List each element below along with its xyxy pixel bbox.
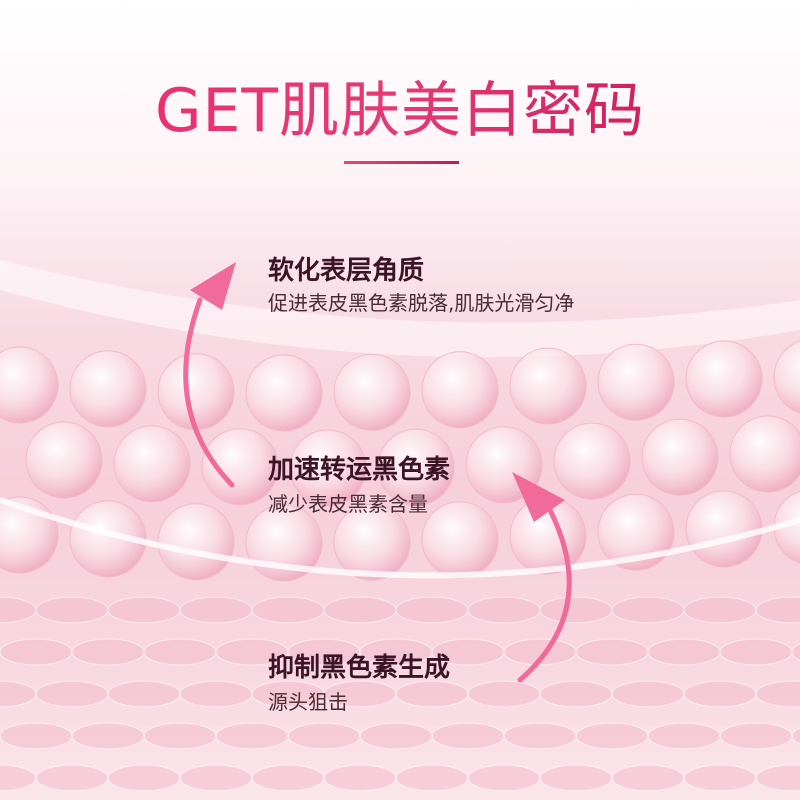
cell-bubble xyxy=(333,503,411,581)
cell-bubble xyxy=(157,503,235,581)
title-divider xyxy=(344,161,459,164)
feature-heading-2: 加速转运黑色素 xyxy=(268,455,451,485)
cell-bubble xyxy=(201,428,279,506)
cell-bubble xyxy=(333,353,411,431)
cell-bubble xyxy=(641,418,719,496)
cell-bubble xyxy=(69,500,147,578)
cell-bubble xyxy=(421,351,499,429)
cell-bubble xyxy=(597,493,675,571)
cell-bubble xyxy=(773,340,800,414)
cell-bubble xyxy=(685,340,763,418)
skin-cell xyxy=(791,727,800,745)
skin-cell xyxy=(791,643,800,661)
feature-desc-1: 促进表皮黑色素脱落,肌肤光滑匀净 xyxy=(268,291,575,315)
skin-cell xyxy=(755,680,800,708)
cell-bubble xyxy=(69,350,147,428)
skin-cell xyxy=(755,764,800,792)
skin-cell xyxy=(755,596,800,624)
feature-heading-1: 软化表层角质 xyxy=(268,256,425,286)
cell-bubble xyxy=(597,343,675,421)
cell-bubble xyxy=(377,428,455,506)
cell-bubble xyxy=(289,429,367,507)
feature-heading-3: 抑制黑色素生成 xyxy=(268,653,451,683)
cell-bubble xyxy=(25,421,103,499)
cell-bubble xyxy=(553,422,631,500)
feature-desc-3: 源头狙击 xyxy=(268,690,348,714)
cell-bubble xyxy=(245,354,323,432)
cell-bubble xyxy=(113,425,191,503)
page-title: GET肌肤美白密码 xyxy=(0,62,800,149)
cell-bubble xyxy=(0,346,59,424)
curved-arrow-up-icon xyxy=(183,262,236,488)
cell-bubble xyxy=(509,347,587,425)
cell-bubble xyxy=(729,415,800,493)
feature-desc-2: 减少表皮黑素含量 xyxy=(268,492,428,516)
curved-arrow-up-icon xyxy=(512,472,572,683)
